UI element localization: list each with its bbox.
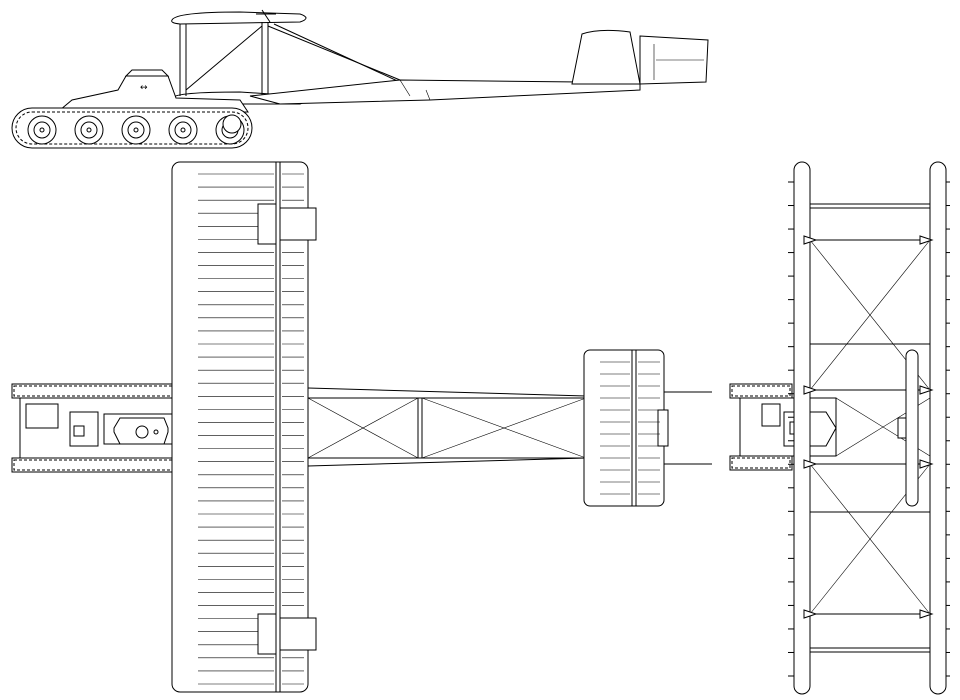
side-propeller-top <box>256 9 276 23</box>
top-tail-plane <box>583 349 665 507</box>
top-view <box>11 161 712 693</box>
side-vertical-fin <box>571 29 641 85</box>
road-wheel-hub <box>174 121 192 139</box>
svg-text:↔: ↔ <box>140 83 148 93</box>
road-wheel-axle <box>133 127 139 133</box>
road-wheel <box>121 115 151 145</box>
drive-sprocket <box>222 114 242 134</box>
side-struts <box>179 22 405 96</box>
top-main-wing <box>171 161 309 693</box>
top-fuselage-frame <box>417 397 423 459</box>
road-wheel <box>168 115 198 145</box>
road-wheel <box>74 115 104 145</box>
road-wheel-axle <box>180 127 186 133</box>
top-wing-ribs <box>198 173 304 685</box>
front-upper-wing <box>929 161 947 695</box>
side-view: ↔ <box>11 9 709 149</box>
front-rib-ticks <box>788 181 950 677</box>
road-wheel-axle <box>86 127 92 133</box>
top-fuselage-bracing <box>307 397 587 459</box>
road-wheel-hub <box>80 121 98 139</box>
side-upper-wing <box>171 11 307 25</box>
front-interplane-struts <box>810 203 930 653</box>
road-wheel-hub <box>127 121 145 139</box>
side-road-wheels <box>27 114 245 145</box>
front-lower-wing <box>793 161 811 695</box>
road-wheel-hub <box>33 121 51 139</box>
top-nacelle-lower <box>257 613 277 655</box>
front-vertical-fin <box>905 349 919 507</box>
front-strut-fittings <box>803 235 934 619</box>
road-wheel-axle <box>39 127 45 133</box>
side-tail-boom <box>249 79 641 105</box>
top-tail-ribs <box>600 361 660 495</box>
front-view <box>729 161 950 695</box>
road-wheel <box>27 115 57 145</box>
top-nacelle-upper <box>257 203 277 245</box>
side-turret <box>124 69 170 77</box>
